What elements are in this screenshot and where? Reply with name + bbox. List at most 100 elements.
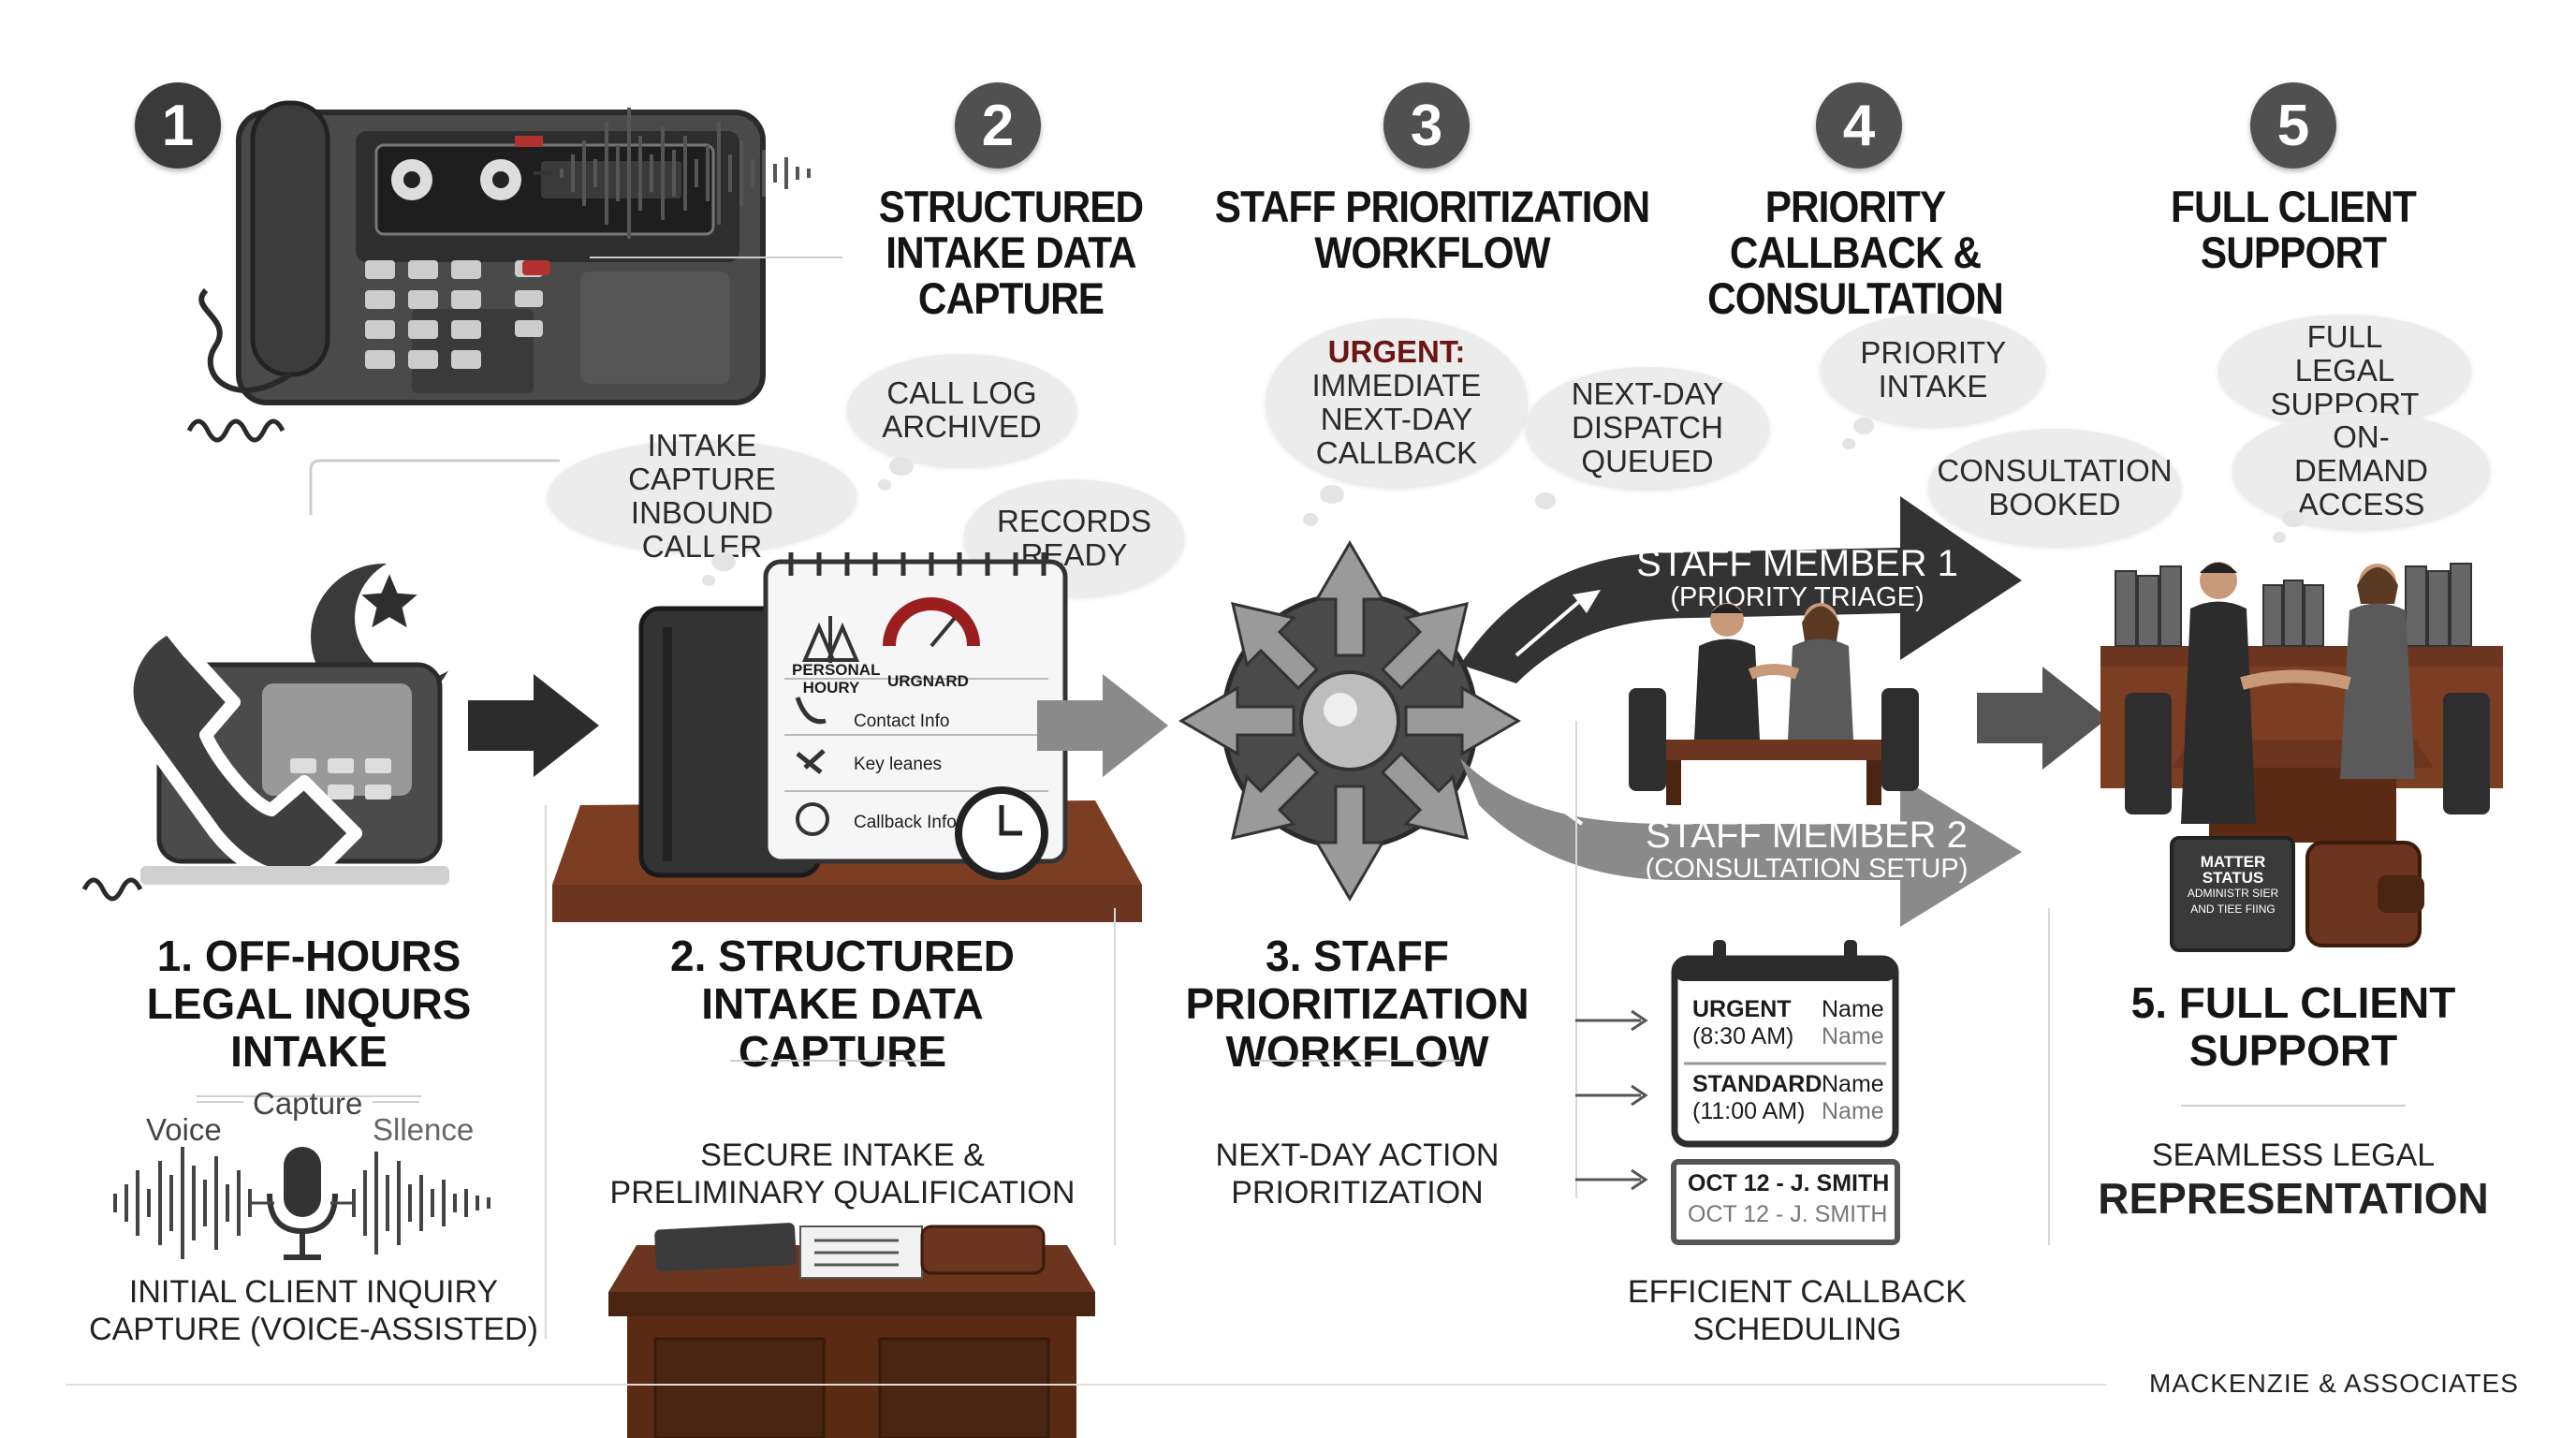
step-5-divider (2181, 1105, 2406, 1107)
step-2-subtitle: SECURE INTAKE & PRELIMINARY QUALIFICATIO… (609, 1137, 1076, 1211)
notepad-personal-label: PERSONAL HOURY (792, 661, 881, 697)
bubble-dot (1320, 485, 1344, 504)
step-2-top-title: STRUCTURED INTAKE DATA CAPTURE (878, 182, 1144, 323)
calendar-standard-time: (11:00 AM) (1692, 1098, 1806, 1124)
flow-arrow-1 (468, 674, 599, 777)
flow-arrow-2 (1037, 674, 1168, 777)
step-5-top-title: FULL CLIENT SUPPORT (2171, 182, 2417, 277)
calendar-standard-row: STANDARD Name (11:00 AM) Name (1692, 1071, 1884, 1125)
matter-line-3: ADMINISTR SIER (2187, 887, 2279, 900)
bubble-intake-capture: INTAKE CAPTURE INBOUND CALLER (548, 429, 856, 564)
step-3-number: 3 (1383, 82, 1470, 169)
bubble-dot (2282, 510, 2305, 527)
notepad-key-leanes: Key leanes (854, 755, 943, 774)
step-1-divider (197, 1095, 421, 1097)
notepad-callback-info: Callback Info (854, 813, 957, 832)
notepad-contact-info: Contact Info (854, 712, 950, 731)
step-5-subtitle-line-2: REPRESENTATION (2098, 1174, 2489, 1223)
notepad-urgnard-label: URGNARD (887, 672, 969, 690)
bubble-dot (878, 479, 891, 491)
callback-card-line-1: OCT 12 - J. SMITH (1688, 1170, 1890, 1196)
matter-line-2: STATUS (2202, 869, 2264, 887)
bubble-dot (2273, 532, 2286, 543)
step-4-number: 4 (1816, 82, 1902, 169)
step-2-divider (730, 1060, 936, 1062)
calendar-urgent-name2: Name (1822, 1023, 1884, 1049)
staff-member-2-label: STAFF MEMBER 2 (CONSULTATION SETUP) (1629, 816, 1984, 884)
footer-rule (66, 1384, 2106, 1386)
bubble-dot (711, 552, 736, 571)
column-separator (545, 805, 547, 1339)
voice-top-divider (197, 1101, 243, 1103)
matter-status-binder-text: MATTER STATUS ADMINISTR SIER AND TIEE FI… (2179, 854, 2287, 917)
calendar-standard-name1: Name (1822, 1071, 1884, 1097)
step-5-number: 5 (2250, 82, 2336, 169)
column-separator (1114, 908, 1116, 1245)
step-3-title: 3. STAFF PRIORITIZATION WORKFLOW (1185, 932, 1530, 1076)
staff-1-name: STAFF MEMBER 1 (1636, 543, 1958, 584)
step-1-title: 1. OFF-HOURS LEGAL INQURS INTAKE (146, 932, 472, 1076)
calendar-icon (1671, 940, 1899, 1148)
voice-top-divider (373, 1101, 419, 1103)
route-arrow-staff-2 (1460, 758, 2022, 927)
bubble-dot (889, 457, 914, 476)
step-2-title: 2. STRUCTURED INTAKE DATA CAPTURE (669, 932, 1016, 1076)
step-2-number: 2 (955, 82, 1041, 169)
desk-phone-cassette-icon (186, 100, 766, 443)
intake-desk-scene (552, 552, 1142, 922)
bubble-consultation-booked: CONSULTATION BOOKED (1928, 429, 2181, 546)
bubble-dot (1303, 513, 1318, 526)
sound-wave-top-icon (534, 108, 842, 258)
flow-arrow-4 (1977, 667, 2108, 770)
staff-2-name: STAFF MEMBER 2 (1646, 814, 1968, 856)
calendar-urgent-row: URGENT Name (8:30 AM) Name (1692, 996, 1884, 1050)
off-hours-phone-icon (81, 556, 478, 902)
bubble-dot (1853, 418, 1874, 434)
step-1-number: 1 (135, 82, 221, 169)
column-separator (2048, 908, 2050, 1245)
voice-waveform-mic-icon (113, 1147, 490, 1260)
calendar-urgent-time: (8:30 AM) (1692, 1023, 1794, 1049)
step-3-top-title: STAFF PRIORITIZATION WORKFLOW (1214, 182, 1650, 277)
urgent-label: URGENT: (1327, 334, 1466, 369)
handshake-meeting-icon (1629, 603, 1919, 805)
step-3-subtitle: NEXT-DAY ACTION PRIORITIZATION (1215, 1137, 1500, 1211)
bracket-line (309, 459, 560, 515)
route-arrow-staff-1 (1460, 496, 2022, 683)
step-5-title: 5. FULL CLIENT SUPPORT (2130, 978, 2456, 1075)
callback-branch-lines (1575, 1009, 1648, 1191)
matter-line-1: MATTER (2200, 853, 2266, 871)
voice-label: Voice (146, 1112, 222, 1147)
step-1-subtitle: INITIAL CLIENT INQUIRY CAPTURE (VOICE-AS… (89, 1274, 538, 1347)
step-4-top-title: PRIORITY CALLBACK & CONSULTATION (1707, 182, 2004, 323)
calendar-urgent-name1: Name (1822, 996, 1884, 1022)
calendar-urgent-label: URGENT (1692, 996, 1792, 1022)
callback-connector (1575, 721, 1577, 1198)
bubble-dot (702, 575, 715, 586)
step-4-subtitle: EFFICIENT CALLBACK SCHEDULING (1627, 1274, 1968, 1347)
callback-card: OCT 12 - J. SMITH OCT 12 - J. SMITH (1671, 1159, 1900, 1245)
bubble-full-legal-support: FULL LEGAL SUPPORT (2218, 315, 2471, 427)
calendar-standard-label: STANDARD (1692, 1071, 1822, 1097)
matter-line-4: AND TIEE FIING (2190, 902, 2276, 916)
urgent-text: IMMEDIATE NEXT-DAY CALLBACK (1311, 368, 1482, 470)
step-3-divider (1254, 1060, 1460, 1062)
staff-1-role: (PRIORITY TRIAGE) (1670, 582, 1925, 612)
bubble-priority-intake: PRIORITY INTAKE (1821, 314, 2045, 426)
callback-card-line-2: OCT 12 - J. SMITH (1688, 1201, 1888, 1227)
bubble-call-log-archived: CALL LOG ARCHIVED (847, 354, 1076, 466)
bubble-next-day-dispatch: NEXT-DAY DISPATCH QUEUED (1526, 367, 1769, 489)
bubble-urgent-callback: URGENT: IMMEDIATE NEXT-DAY CALLBACK (1266, 318, 1528, 487)
capture-label: Capture (253, 1086, 363, 1121)
step-5-subtitle-line-1: SEAMLESS LEGAL (2151, 1137, 2436, 1173)
silence-label: Sllence (373, 1112, 475, 1147)
prioritization-hub-icon (1178, 540, 1521, 902)
bubble-on-demand-access: ON-DEMAND ACCESS (2232, 412, 2490, 529)
staff-2-role: (CONSULTATION SETUP) (1645, 854, 1969, 884)
firm-name-footer: MACKENZIE & ASSOCIATES (2149, 1369, 2519, 1398)
client-support-office-scene (2100, 562, 2503, 952)
bubble-dot (1535, 492, 1556, 509)
bottom-desk-icon (608, 1223, 1095, 1438)
calendar-standard-name2: Name (1822, 1098, 1884, 1124)
staff-member-1-label: STAFF MEMBER 1 (PRIORITY TRIAGE) (1629, 545, 1966, 612)
